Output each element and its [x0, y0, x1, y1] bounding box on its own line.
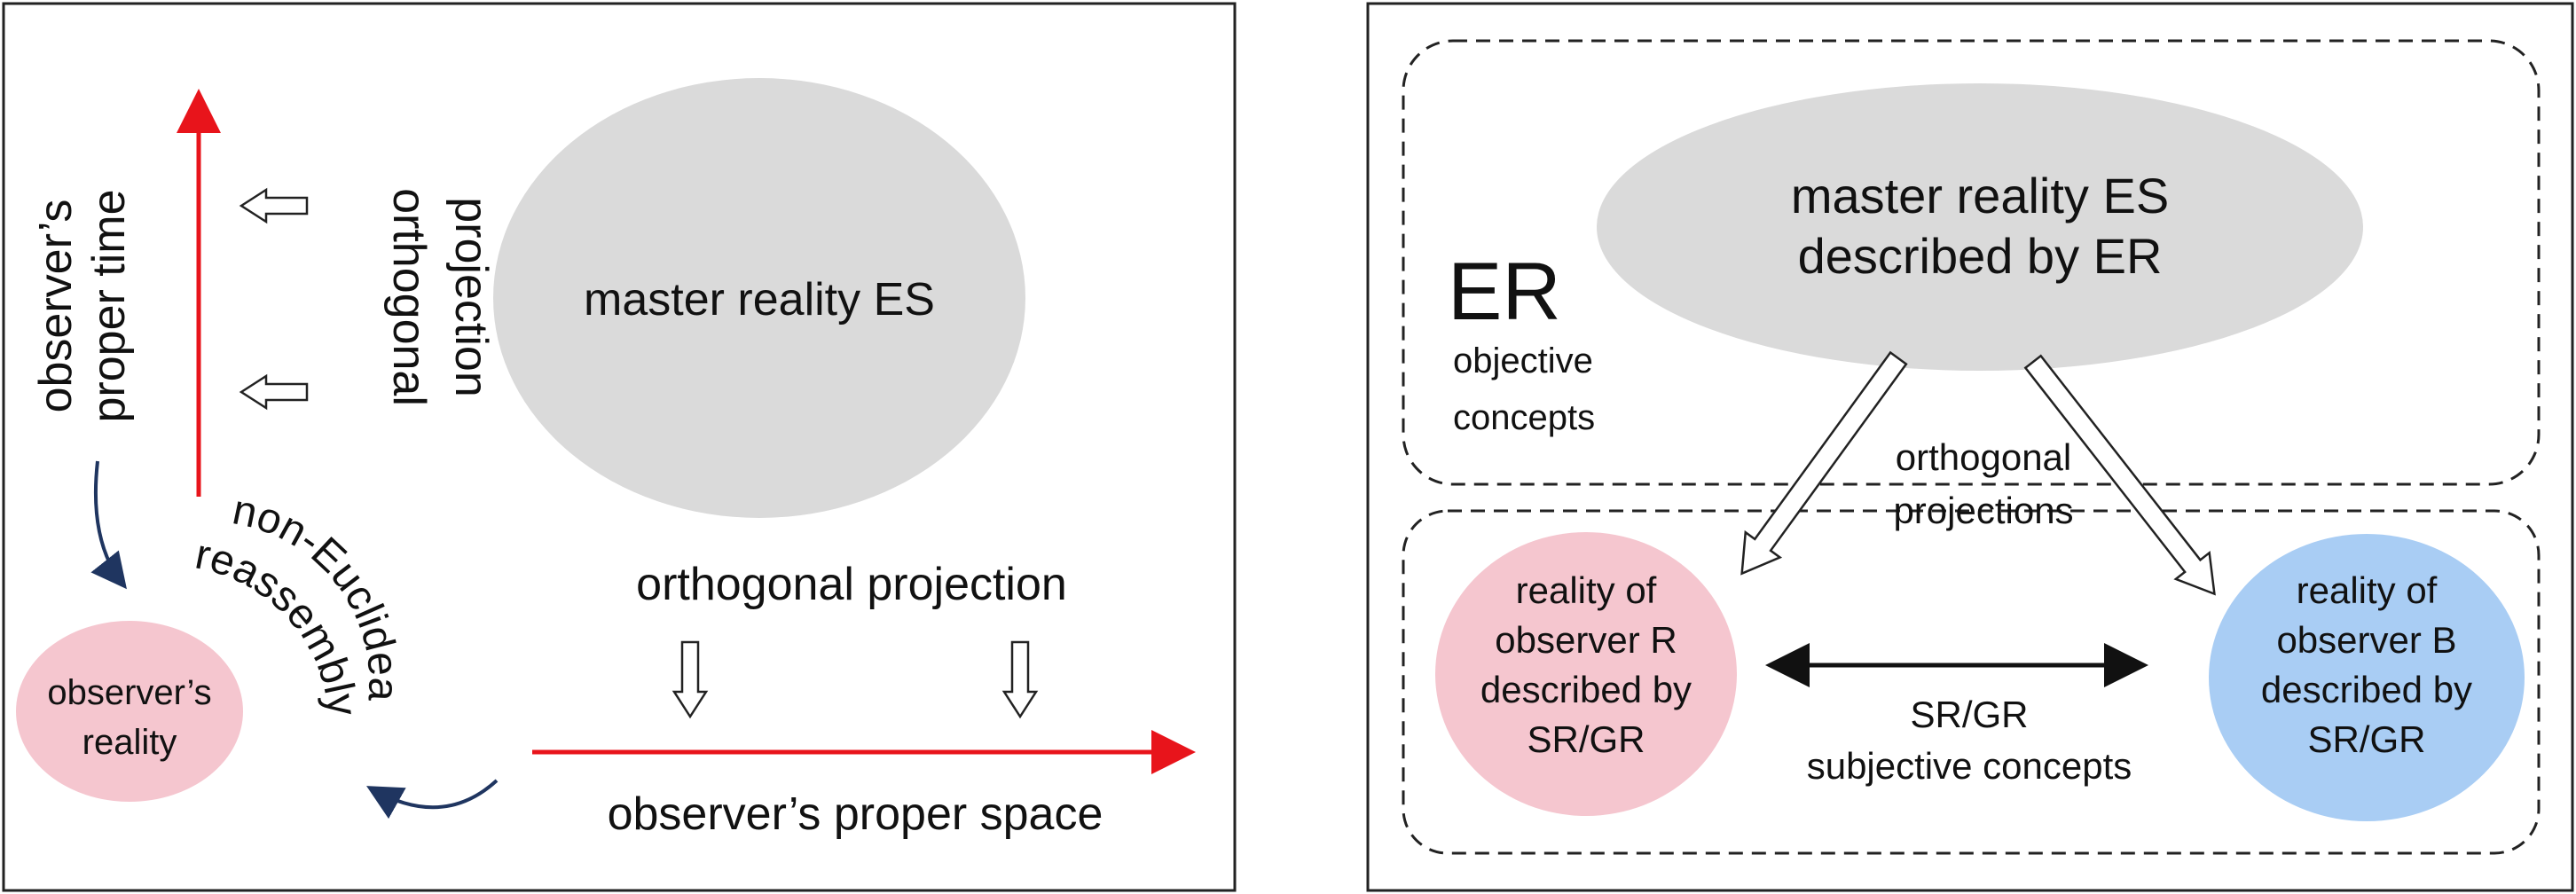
right-master-label-line2: described by ER [1798, 228, 2163, 284]
proper-time-label-line1: observer’s [30, 200, 82, 413]
observer-r-line4: SR/GR [1527, 718, 1645, 760]
master-reality-label: master reality ES [584, 274, 935, 325]
projection-arrow-to-b [2023, 354, 2216, 596]
curve-arrow-time-to-reality [90, 460, 127, 590]
observer-reality-label-line2: reality [82, 723, 177, 762]
observer-region-box [1402, 509, 2541, 855]
curve-arrow-space-to-reality [366, 779, 499, 820]
er-subtitle-line2: concepts [1453, 398, 1595, 437]
right-master-label-line1: master reality ES [1791, 168, 2169, 224]
subjective-concepts-label: subjective concepts [1807, 745, 2132, 787]
projection-arrow-left-lower [239, 373, 309, 411]
vertical-projection-label-line2: projection [445, 197, 497, 396]
observer-b-line1: reality of [2297, 569, 2438, 611]
projection-arrow-to-r [1740, 350, 1908, 576]
srgr-label: SR/GR [1910, 694, 2028, 735]
observer-r-line3: described by [1480, 669, 1692, 710]
observer-reality-label-line1: observer’s [47, 673, 211, 712]
observer-b-line4: SR/GR [2307, 718, 2425, 760]
right-panel: master reality ES described by ER ER obj… [1366, 2, 2574, 892]
observer-b-ellipse [2209, 534, 2525, 821]
er-region-box [1402, 39, 2541, 486]
projection-arrow-down-left [671, 640, 709, 719]
observer-b-line3: described by [2261, 669, 2472, 710]
observer-reality-ellipse [16, 621, 243, 802]
left-panel: master reality ES observer’s proper time… [0, 0, 1237, 892]
projection-arrow-left-upper [239, 187, 309, 224]
projections-label-line1: orthogonal [1896, 436, 2072, 478]
observer-r-ellipse [1435, 532, 1737, 816]
er-title: ER [1448, 247, 1561, 337]
horizontal-projection-label: orthogonal projection [636, 559, 1067, 610]
projections-label-line2: projections [1893, 490, 2073, 531]
observer-b-line2: observer B [2276, 619, 2456, 661]
proper-space-label: observer’s proper space [608, 788, 1103, 840]
er-subtitle-line1: objective [1453, 341, 1593, 380]
vertical-projection-label-line1: orthogonal [383, 188, 435, 406]
master-reality-ellipse [493, 78, 1025, 518]
proper-time-label-line2: proper time [83, 190, 135, 423]
right-master-reality-ellipse [1597, 83, 2363, 371]
projection-arrow-down-right [1001, 640, 1039, 719]
observer-r-line2: observer R [1495, 619, 1677, 661]
observer-r-line1: reality of [1516, 569, 1657, 611]
